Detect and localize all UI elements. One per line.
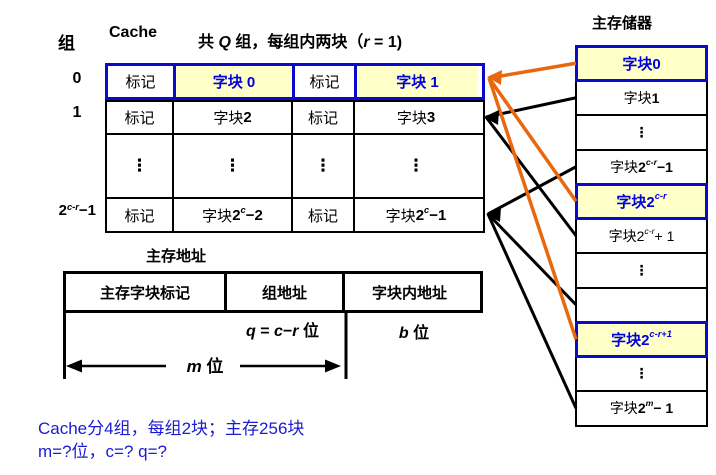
address-field-tag: 主存字块标记 <box>99 284 190 302</box>
exercise-note-line2: m=?位，c=? q=? <box>38 442 167 461</box>
set-bits-label: q = c−r 位 <box>246 323 319 340</box>
cache-label: Cache <box>109 24 158 41</box>
cache-dots-cell: ⋮ <box>291 135 353 197</box>
address-field-offset: 字块内地址 <box>342 274 474 310</box>
cache-tag-cell: 标记 <box>291 199 353 231</box>
set-index-label: 0 <box>72 70 82 87</box>
mapping-arrowhead <box>486 207 501 222</box>
memory-dots-cell: ⋮ <box>575 114 708 151</box>
total-bits-label: m 位 <box>186 357 224 376</box>
mapping-line <box>487 165 577 216</box>
cache-set-row: ⋮⋮⋮⋮ <box>105 133 485 199</box>
mapping-line <box>488 61 577 80</box>
memory-empty-cell <box>575 286 708 323</box>
memory-dots-cell: ⋮ <box>575 252 708 289</box>
address-title: 主存地址 <box>146 248 207 265</box>
set-index-label: 2c-r−1 <box>58 201 96 219</box>
cache-dots-cell: ⋮ <box>353 135 477 197</box>
mapping-line <box>486 212 578 306</box>
cache-tag-cell: 标记 <box>107 102 172 133</box>
cache-tag-cell: 标记 <box>292 66 354 97</box>
cache-block-cell: 字块 1 <box>354 66 478 97</box>
mapping-line <box>485 96 577 119</box>
mapping-arrowhead <box>484 110 499 125</box>
cache-block-cell: 字块 3 <box>353 102 477 133</box>
cache-block-cell: 字块 0 <box>173 66 292 97</box>
cache-tag-cell: 标记 <box>108 66 173 97</box>
address-field-table: 主存字块标记 组地址 字块内地址 <box>63 271 483 313</box>
mapping-line <box>486 213 578 409</box>
mapping-line <box>487 77 578 340</box>
group-column-label: 组 <box>58 34 75 53</box>
memory-block-cell: 字块0 <box>575 45 708 82</box>
mapping-line <box>484 116 578 237</box>
exercise-note-line1: Cache分4组，每组2块；主存256块 <box>38 419 305 438</box>
cache-tag-cell: 标记 <box>291 102 353 133</box>
mapping-arrowhead <box>487 70 502 85</box>
m-span-arrowhead-left <box>66 359 82 373</box>
diagram-title: 共 Q 组，每组内两块（r = 1) <box>198 34 403 51</box>
mapping-line <box>487 76 578 203</box>
cache-dots-cell: ⋮ <box>172 135 291 197</box>
set-index-label: 1 <box>72 104 82 121</box>
address-field-set: 组地址 <box>224 274 342 310</box>
main-memory-title: 主存储器 <box>592 15 653 32</box>
cache-block-cell: 字块 2 <box>172 102 291 133</box>
cache-dots-cell: ⋮ <box>107 135 172 197</box>
memory-dots-cell: ⋮ <box>575 355 708 392</box>
offset-bits-label: b 位 <box>398 325 430 342</box>
cache-tag-cell: 标记 <box>107 199 172 231</box>
m-span-arrowhead-right <box>325 359 341 373</box>
